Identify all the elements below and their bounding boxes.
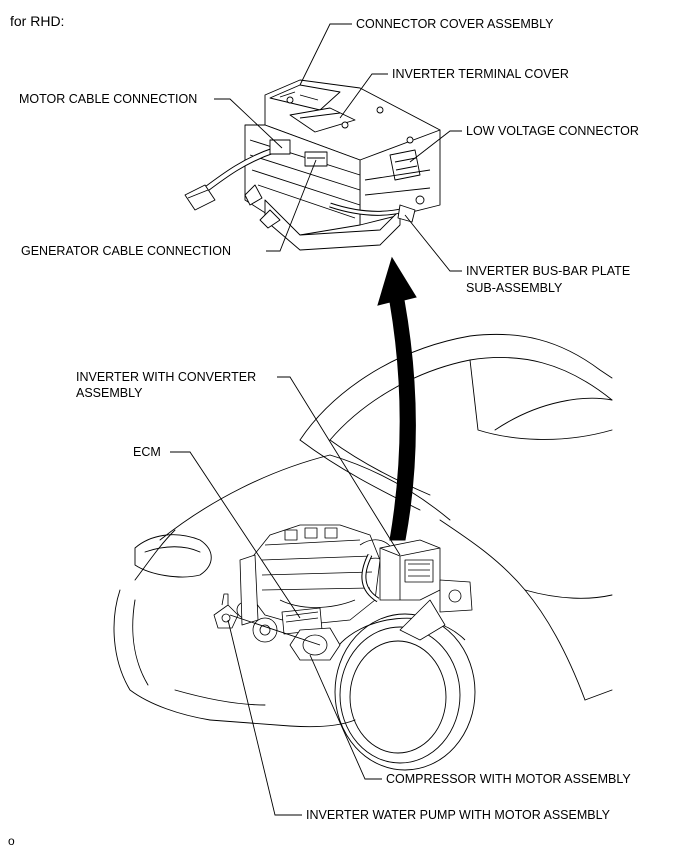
engine-compartment-art (214, 525, 472, 660)
label-bus-bar-sub-assembly: SUB-ASSEMBLY (466, 281, 563, 295)
label-low-voltage-connector: LOW VOLTAGE CONNECTOR (466, 124, 639, 138)
vehicle-outline (114, 334, 612, 726)
inverter-assembly-art (185, 80, 440, 250)
label-inverter-water-pump-with-motor-assembly: INVERTER WATER PUMP WITH MOTOR ASSEMBLY (306, 808, 610, 822)
label-inverter-bus-bar-plate: INVERTER BUS-BAR PLATE (466, 264, 631, 278)
label-inverter-with-converter: INVERTER WITH CONVERTER (76, 370, 257, 384)
label-inverter-terminal-cover: INVERTER TERMINAL COVER (392, 67, 569, 81)
label-inverter-assembly: ASSEMBLY (76, 386, 143, 400)
label-connector-cover-assembly: CONNECTOR COVER ASSEMBLY (356, 17, 554, 31)
front-wheel (335, 614, 475, 770)
label-compressor-with-motor-assembly: COMPRESSOR WITH MOTOR ASSEMBLY (386, 772, 631, 786)
label-generator-cable-connection: GENERATOR CABLE CONNECTION (21, 244, 231, 258)
leader-lines (170, 23, 462, 816)
figure-code: o (8, 834, 15, 848)
page-heading: for RHD: (10, 13, 65, 29)
label-ecm: ECM (133, 445, 161, 459)
label-motor-cable-connection: MOTOR CABLE CONNECTION (19, 92, 198, 106)
lift-direction-arrow (377, 256, 417, 541)
